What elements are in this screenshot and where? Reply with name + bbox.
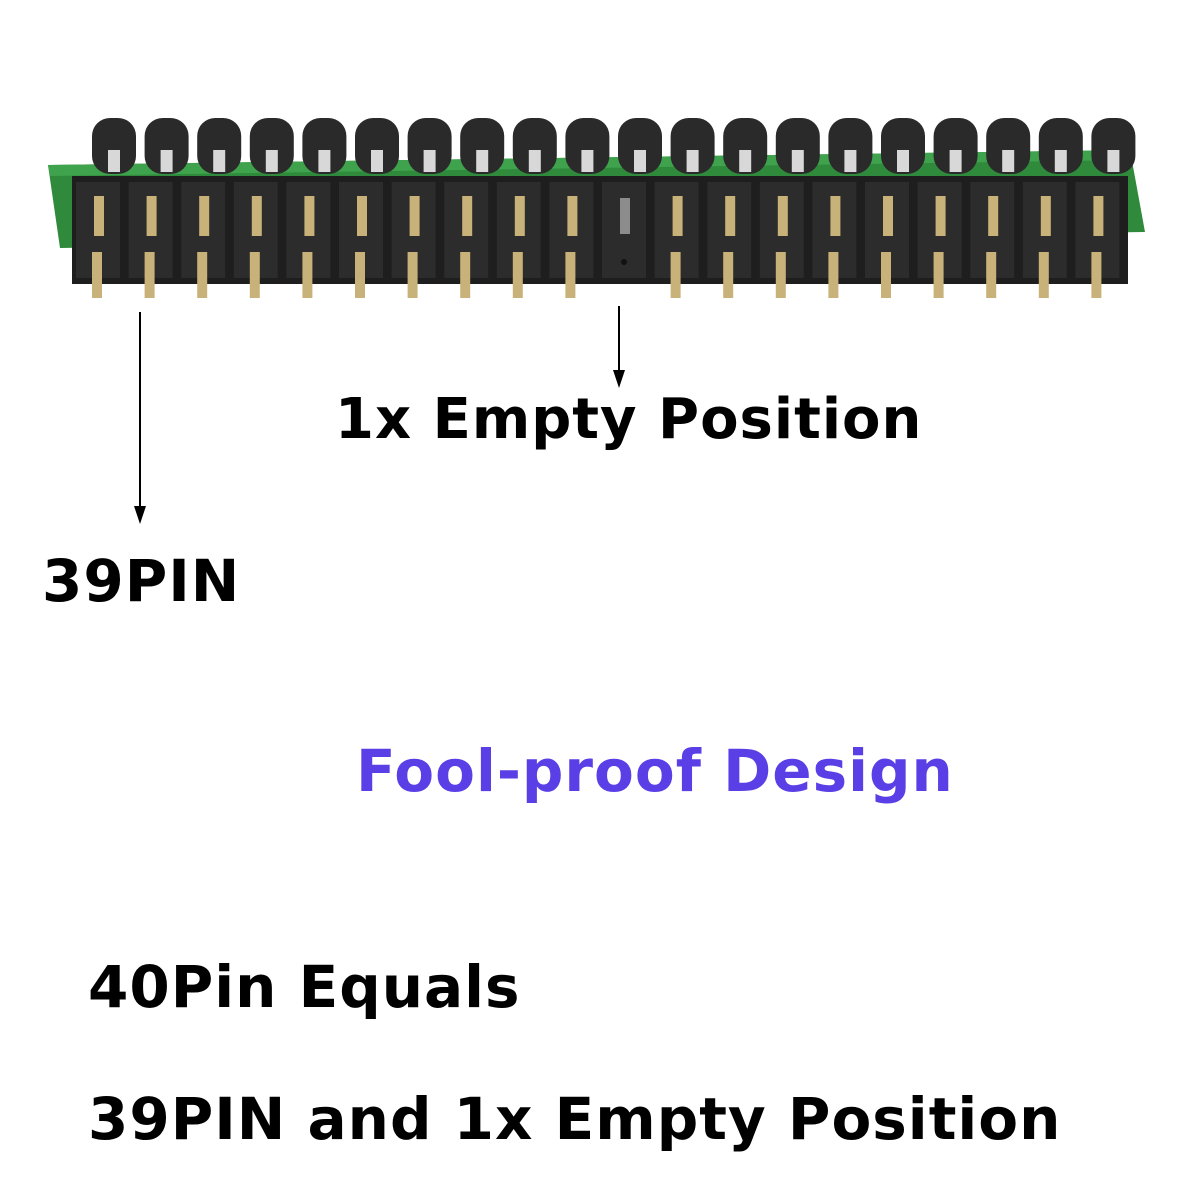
back-pin	[528, 150, 541, 172]
back-housing	[1091, 118, 1136, 174]
front-pin-bottom	[881, 252, 891, 298]
back-pin	[844, 150, 857, 172]
front-pin-bottom	[775, 252, 786, 298]
back-pin	[265, 150, 278, 172]
back-pin	[739, 150, 752, 172]
front-pin-bottom	[197, 252, 208, 298]
back-pin	[213, 150, 226, 172]
front-pin-top	[462, 196, 473, 236]
front-pin-top	[199, 196, 210, 236]
empty-position-hole	[621, 259, 627, 265]
empty-position-slot	[620, 198, 630, 234]
summary-line-label: 39PIN and 1x Empty Position	[88, 1085, 1062, 1153]
front-pin-top	[883, 196, 893, 236]
back-housing	[565, 118, 610, 174]
back-housing	[355, 118, 399, 174]
front-pin-bottom	[92, 252, 102, 298]
front-pin-top	[567, 196, 578, 236]
pin-header-connector	[48, 118, 1145, 298]
back-pin	[1107, 150, 1120, 172]
front-pin-top	[1093, 196, 1104, 236]
front-pin-bottom	[302, 252, 313, 298]
back-housing	[512, 118, 557, 174]
front-pin-bottom	[828, 252, 839, 298]
front-pin-bottom	[355, 252, 365, 298]
front-pin-bottom	[512, 252, 523, 298]
back-pin	[949, 150, 962, 172]
front-pin-bottom	[670, 252, 681, 298]
front-pin-top	[251, 196, 262, 236]
front-pin-bottom	[249, 252, 260, 298]
back-pin	[318, 150, 331, 172]
front-pin-top	[830, 196, 841, 236]
front-pin-top	[357, 196, 367, 236]
front-pin-top	[777, 196, 788, 236]
front-pin-bottom	[933, 252, 944, 298]
front-pin-top	[514, 196, 525, 236]
empty-position-label: 1x Empty Position	[335, 387, 923, 452]
front-pin-top	[725, 196, 736, 236]
back-pin	[581, 150, 594, 172]
back-pin	[634, 150, 646, 172]
pin-count-arrow-line	[139, 312, 141, 510]
front-pin-top	[672, 196, 683, 236]
back-housing	[92, 118, 136, 174]
front-pin-top	[94, 196, 104, 236]
equals-line-label: 40Pin Equals	[88, 953, 521, 1021]
back-housing	[881, 118, 925, 174]
back-pin	[160, 150, 173, 172]
back-housing	[249, 118, 294, 174]
empty-position-arrow-line	[618, 306, 620, 374]
front-pin-bottom	[723, 252, 734, 298]
back-pin	[371, 150, 383, 172]
front-pin-bottom	[1091, 252, 1102, 298]
pin-count-arrow-head	[134, 506, 146, 524]
front-pin-bottom	[144, 252, 155, 298]
back-housing	[723, 118, 768, 174]
back-housing	[460, 118, 505, 174]
front-housing	[72, 176, 1128, 284]
back-housing	[986, 118, 1031, 174]
back-housing	[775, 118, 820, 174]
back-pin	[1054, 150, 1067, 172]
back-housing	[1038, 118, 1083, 174]
back-housing	[302, 118, 347, 174]
front-pin-bottom	[986, 252, 997, 298]
pin-count-label: 39PIN	[42, 547, 241, 615]
back-housing	[670, 118, 715, 174]
front-pin-bottom	[460, 252, 471, 298]
front-pin-top	[409, 196, 420, 236]
back-pin	[1002, 150, 1015, 172]
back-housing	[407, 118, 452, 174]
back-housing	[828, 118, 873, 174]
back-pin	[108, 150, 120, 172]
empty-position-arrow-head	[613, 370, 625, 388]
front-row-pins	[72, 176, 1128, 298]
back-pin	[423, 150, 436, 172]
back-housing	[618, 118, 662, 174]
front-pin-bottom	[1038, 252, 1049, 298]
back-pin	[791, 150, 804, 172]
front-pin-top	[1040, 196, 1051, 236]
front-pin-top	[988, 196, 999, 236]
back-housing	[197, 118, 242, 174]
front-pin-top	[935, 196, 946, 236]
back-housing	[144, 118, 189, 174]
back-pin	[897, 150, 909, 172]
front-pin-top	[146, 196, 157, 236]
front-pin-top	[304, 196, 315, 236]
back-pin	[476, 150, 489, 172]
back-pin	[686, 150, 699, 172]
back-housing	[933, 118, 978, 174]
fool-proof-design-label: Fool-proof Design	[356, 737, 954, 805]
front-pin-bottom	[407, 252, 418, 298]
front-pin-bottom	[565, 252, 576, 298]
back-row-pins	[92, 118, 1136, 174]
